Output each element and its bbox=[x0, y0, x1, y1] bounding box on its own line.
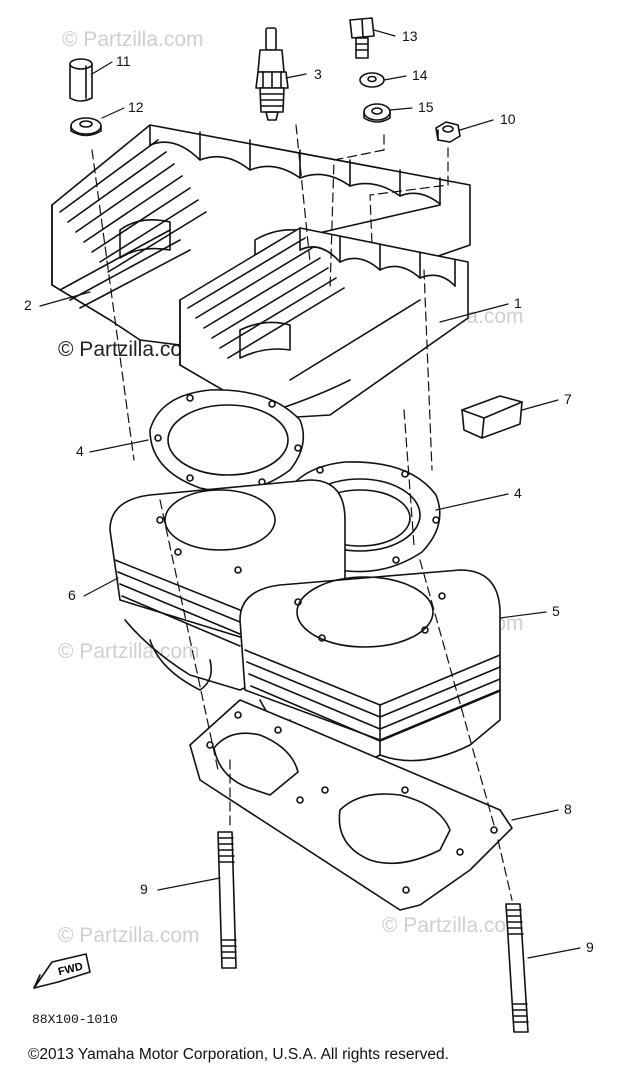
callout-13: 13 bbox=[402, 28, 418, 44]
callout-4-left: 4 bbox=[76, 443, 84, 459]
callout-8: 8 bbox=[564, 801, 572, 817]
assembly-guide-lines bbox=[91, 124, 513, 901]
callout-3: 3 bbox=[314, 66, 322, 82]
watermark: © Partzilla.com bbox=[62, 28, 204, 51]
part-9-stud-left bbox=[217, 831, 237, 969]
part-14-lock-washer bbox=[359, 72, 385, 88]
part-3-spark-plug bbox=[255, 27, 289, 121]
callout-leaders bbox=[39, 29, 581, 959]
fwd-label: FWD bbox=[57, 961, 84, 979]
watermark: © Partzilla.com bbox=[58, 924, 200, 947]
part-13-bolt bbox=[349, 17, 375, 59]
part-8-base-gasket bbox=[189, 699, 513, 911]
callout-14: 14 bbox=[412, 67, 428, 83]
callout-6: 6 bbox=[68, 587, 76, 603]
callout-2: 2 bbox=[24, 297, 32, 313]
part-12-washer bbox=[70, 117, 102, 137]
callout-1: 1 bbox=[514, 295, 522, 311]
callout-12: 12 bbox=[128, 99, 144, 115]
fwd-arrow-icon bbox=[33, 953, 91, 989]
watermark: © Partzilla.com bbox=[382, 914, 524, 937]
callout-numbers: 11 12 3 13 14 15 10 2 1 7 4 4 6 5 8 9 9 bbox=[24, 28, 594, 955]
callout-15: 15 bbox=[418, 99, 434, 115]
copyright-notice: ©2013 Yamaha Motor Corporation, U.S.A. A… bbox=[28, 1046, 449, 1063]
part-10-nut bbox=[435, 121, 461, 143]
part-11-collar bbox=[69, 58, 93, 102]
part-1-cylinder-head-right bbox=[179, 227, 469, 419]
part-9-stud-right bbox=[505, 903, 529, 1033]
callout-11: 11 bbox=[116, 53, 131, 69]
callout-5: 5 bbox=[552, 603, 560, 619]
callout-9-right: 9 bbox=[586, 939, 594, 955]
drawing-reference: 88X100-1010 bbox=[32, 1012, 118, 1027]
callout-4-right: 4 bbox=[514, 485, 522, 501]
callout-9-left: 9 bbox=[140, 881, 148, 897]
part-15-washer bbox=[363, 103, 391, 123]
callout-7: 7 bbox=[564, 391, 572, 407]
part-7-damper bbox=[461, 395, 523, 439]
callout-10: 10 bbox=[500, 111, 516, 127]
part-4-head-gasket-left bbox=[149, 389, 305, 493]
